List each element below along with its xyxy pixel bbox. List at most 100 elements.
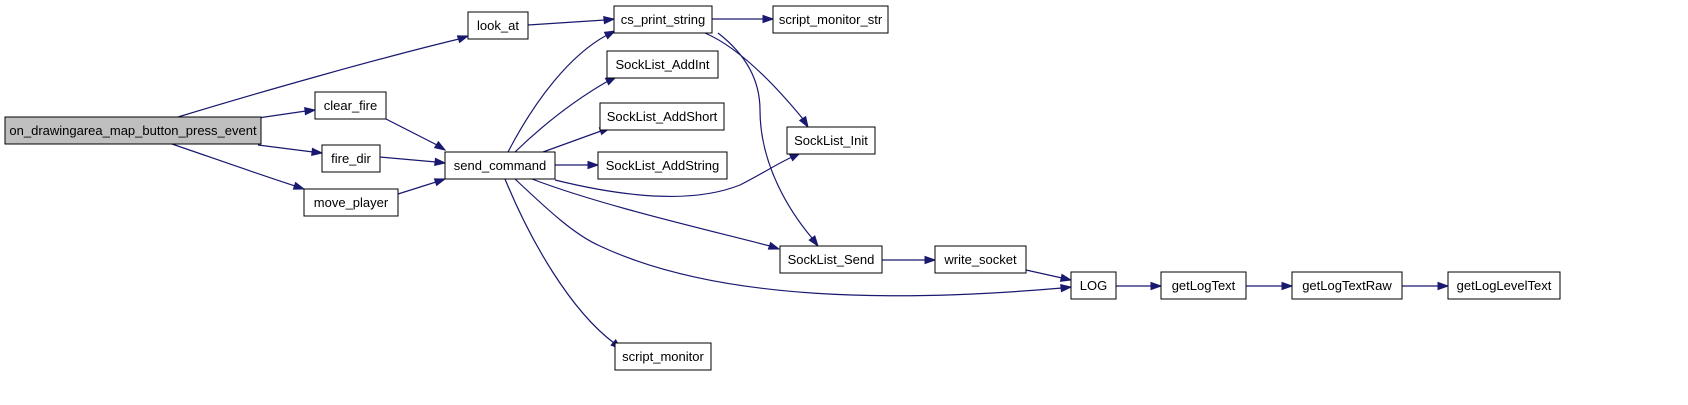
edge-line [379, 156, 437, 163]
node-SockList_AddString[interactable]: SockList_AddString [597, 151, 728, 180]
node-label: send_command [454, 158, 547, 173]
node-label: clear_fire [324, 98, 377, 113]
edge-SockList_Send-to-write_socket [882, 255, 937, 265]
arrowhead [456, 35, 470, 44]
node-label: SockList_Init [794, 133, 868, 148]
node-label: look_at [477, 18, 519, 33]
edge-getLogTextRaw-to-getLogLevelText [1402, 281, 1450, 291]
node-script_monitor_str[interactable]: script_monitor_str [772, 5, 889, 34]
arrowhead [762, 14, 775, 24]
edge-line [514, 80, 609, 153]
edge-line [257, 110, 307, 119]
node-write_socket[interactable]: write_socket [934, 245, 1027, 274]
node-box[interactable] [321, 144, 381, 173]
edge-move_player-to-send_command [397, 178, 447, 195]
node-label: getLogText [1172, 278, 1236, 293]
node-LOG[interactable]: LOG [1070, 271, 1117, 300]
arrowhead [433, 140, 447, 151]
node-label: SockList_AddInt [616, 57, 710, 72]
node-box[interactable] [4, 116, 262, 145]
edge-line [397, 181, 437, 195]
node-SockList_AddShort[interactable]: SockList_AddShort [599, 102, 725, 131]
node-box[interactable] [614, 342, 712, 371]
arrowhead [1150, 281, 1163, 291]
node-SockList_AddInt[interactable]: SockList_AddInt [606, 50, 719, 79]
edge-line [504, 178, 615, 344]
node-box[interactable] [303, 188, 399, 217]
node-label: getLogLevelText [1457, 278, 1552, 293]
node-getLogTextRaw[interactable]: getLogTextRaw [1291, 271, 1403, 300]
edge-line [542, 130, 602, 153]
edge-clear_fire-to-send_command [385, 118, 447, 151]
node-label: write_socket [943, 252, 1017, 267]
arrowhead [311, 147, 324, 157]
edge-line [171, 143, 296, 187]
node-look_at[interactable]: look_at [467, 11, 529, 40]
edge-send_command-to-script_monitor [504, 178, 623, 350]
edges-layer [171, 14, 1450, 350]
node-box[interactable] [467, 11, 529, 40]
edge-on_drawingarea_map_button_press_event-to-look_at [177, 35, 470, 118]
edge-cs_print_string-to-script_monitor_str [712, 14, 775, 24]
arrowhead [603, 15, 616, 25]
edge-send_command-to-LOG [514, 178, 1073, 297]
arrowhead [304, 106, 317, 116]
edge-on_drawingarea_map_button_press_event-to-fire_dir [257, 144, 324, 157]
edge-line [177, 38, 460, 118]
edge-send_command-to-cs_print_string [507, 30, 617, 153]
node-move_player[interactable]: move_player [303, 188, 399, 217]
arrowhead [924, 255, 937, 265]
edge-fire_dir-to-send_command [379, 156, 447, 167]
edge-line [704, 32, 804, 120]
edge-getLogText-to-getLogTextRaw [1246, 281, 1294, 291]
node-box[interactable] [1447, 271, 1561, 300]
node-box[interactable] [786, 126, 876, 155]
edge-line [1025, 269, 1063, 279]
node-box[interactable] [606, 50, 719, 79]
edge-send_command-to-SockList_AddShort [542, 127, 612, 153]
node-box[interactable] [1291, 271, 1403, 300]
arrowhead [808, 235, 819, 248]
node-clear_fire[interactable]: clear_fire [314, 91, 387, 120]
node-getLogText[interactable]: getLogText [1160, 271, 1247, 300]
node-box[interactable] [1070, 271, 1117, 300]
edge-on_drawingarea_map_button_press_event-to-clear_fire [257, 106, 317, 119]
node-script_monitor[interactable]: script_monitor [614, 342, 712, 371]
edge-line [717, 32, 813, 239]
node-cs_print_string[interactable]: cs_print_string [613, 5, 713, 34]
node-box[interactable] [597, 151, 728, 180]
edge-line [527, 19, 606, 26]
arrowhead [603, 30, 617, 40]
edge-send_command-to-SockList_AddString [555, 160, 600, 170]
arrowhead [767, 241, 781, 250]
node-box[interactable] [599, 102, 725, 131]
edge-line [507, 34, 608, 153]
arrowhead [1060, 283, 1073, 293]
node-SockList_Send[interactable]: SockList_Send [779, 245, 883, 274]
node-box[interactable] [444, 151, 556, 180]
node-box[interactable] [613, 5, 713, 34]
node-label: cs_print_string [621, 12, 706, 27]
arrowhead [798, 115, 809, 129]
edge-cs_print_string-to-SockList_Send [717, 32, 819, 248]
node-label: SockList_AddShort [607, 109, 718, 124]
node-on_drawingarea_map_button_press_event[interactable]: on_drawingarea_map_button_press_event [4, 116, 262, 145]
node-box[interactable] [314, 91, 387, 120]
arrowhead [433, 178, 447, 187]
edge-write_socket-to-LOG [1025, 269, 1073, 282]
node-label: fire_dir [331, 151, 371, 166]
nodes-layer: on_drawingarea_map_button_press_event loo… [4, 5, 1561, 371]
node-SockList_Init[interactable]: SockList_Init [786, 126, 876, 155]
node-box[interactable] [772, 5, 889, 34]
node-getLogLevelText[interactable]: getLogLevelText [1447, 271, 1561, 300]
node-fire_dir[interactable]: fire_dir [321, 144, 381, 173]
edge-look_at-to-cs_print_string [527, 15, 616, 26]
node-label: LOG [1080, 278, 1107, 293]
node-send_command[interactable]: send_command [444, 151, 556, 180]
node-box[interactable] [934, 245, 1027, 274]
arrowhead [1437, 281, 1450, 291]
node-label: on_drawingarea_map_button_press_event [9, 123, 257, 138]
node-box[interactable] [779, 245, 883, 274]
node-box[interactable] [1160, 271, 1247, 300]
